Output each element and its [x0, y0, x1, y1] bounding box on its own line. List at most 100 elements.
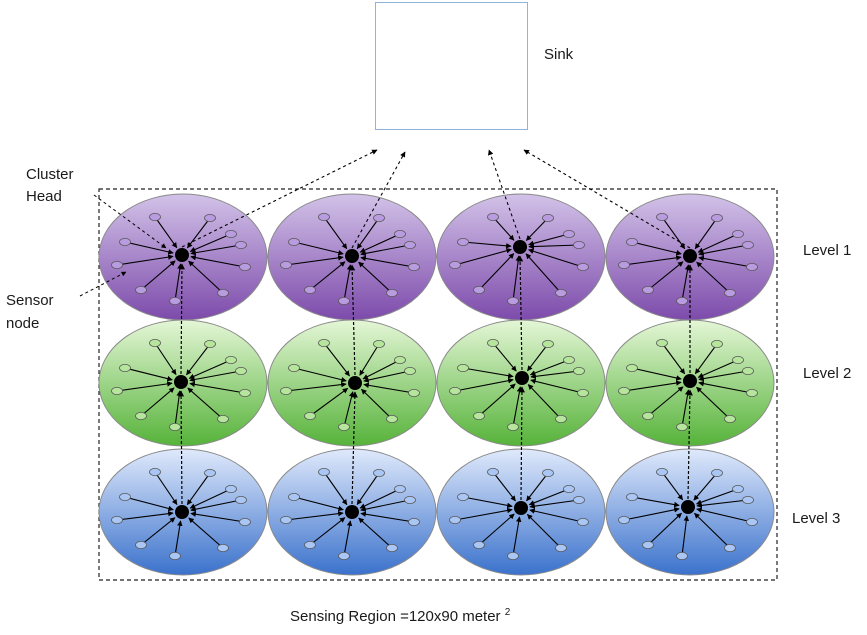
sensor-node	[573, 240, 585, 249]
node-link	[140, 260, 176, 291]
sensor-node	[239, 388, 251, 397]
node-link	[696, 507, 753, 523]
level-link	[518, 386, 525, 501]
sensor-node	[204, 468, 216, 477]
node-link	[359, 343, 380, 376]
sensor-node	[280, 516, 292, 525]
node-link	[293, 241, 344, 256]
node-link	[527, 384, 562, 420]
sensor-node	[473, 411, 485, 420]
node-link	[454, 248, 512, 266]
node-link	[190, 244, 242, 256]
node-link	[116, 381, 173, 392]
node-link	[356, 472, 380, 506]
node-link	[309, 387, 349, 417]
sensor-node	[573, 495, 585, 504]
sensor-node	[217, 414, 229, 423]
sensor-node	[555, 414, 567, 423]
cluster-head	[175, 248, 189, 262]
sensor-node	[373, 213, 385, 222]
sensor-node	[338, 422, 350, 431]
sensor-node	[555, 544, 567, 553]
cluster-head-pointer	[93, 194, 167, 249]
sensor-node	[386, 414, 398, 423]
sensor-node	[724, 414, 736, 423]
sensor-node	[204, 213, 216, 222]
sensor-node	[618, 516, 630, 525]
node-link	[343, 391, 355, 428]
sensor-node	[288, 492, 300, 501]
sink-link	[181, 149, 378, 248]
sensor-node	[304, 411, 316, 420]
level-2-label: Level 2	[803, 365, 852, 382]
node-link	[631, 367, 682, 381]
sensor-node	[408, 262, 420, 271]
cluster-head	[348, 376, 362, 390]
cluster-head	[515, 371, 529, 385]
node-link	[124, 367, 173, 382]
node-link	[462, 496, 513, 509]
sensor-node	[473, 541, 485, 550]
node-link	[154, 342, 177, 375]
sensor-node	[746, 262, 758, 271]
node-link	[285, 381, 347, 392]
sensor-node	[373, 468, 385, 477]
sensor-node	[542, 468, 554, 477]
node-link	[174, 520, 183, 557]
sensor-node	[373, 339, 385, 348]
sensor-node	[457, 492, 469, 501]
cluster-head	[683, 249, 697, 263]
node-link	[623, 255, 682, 266]
node-link	[526, 513, 562, 549]
node-link	[188, 260, 224, 294]
node-link	[189, 370, 242, 383]
sensor-node	[404, 366, 416, 375]
sensor-node	[642, 285, 654, 294]
cluster-head-label-line1: Cluster	[26, 166, 74, 183]
sensor-node	[318, 467, 330, 476]
sensor-node	[711, 213, 723, 222]
sink-label: Sink	[544, 46, 574, 63]
node-link	[530, 378, 584, 394]
node-link	[698, 370, 749, 382]
node-link	[527, 343, 549, 372]
sensor-node	[288, 363, 300, 372]
node-link	[174, 263, 183, 302]
cluster-level2-1	[98, 319, 268, 447]
sensor-node	[487, 467, 499, 476]
cluster-head-label-line2: Head	[26, 188, 62, 205]
sensor-node	[394, 484, 406, 493]
node-link	[140, 517, 176, 546]
sensor-node	[338, 552, 350, 561]
sensor-node	[239, 518, 251, 527]
sensor-node	[732, 484, 744, 493]
sensor-node	[394, 229, 406, 238]
node-link	[462, 241, 512, 249]
sensor-node	[304, 285, 316, 294]
cluster-grid	[98, 193, 775, 576]
cluster-level3-3	[436, 448, 606, 576]
sensor-node	[149, 467, 161, 476]
sensor-node	[119, 237, 131, 246]
sensor-node	[235, 366, 247, 375]
sensor-node	[724, 288, 736, 297]
sensor-node	[404, 495, 416, 504]
sink-link	[488, 149, 521, 240]
node-link	[343, 520, 353, 557]
node-link	[154, 471, 178, 505]
sensor-node	[149, 212, 161, 221]
node-link	[695, 488, 739, 505]
node-link	[647, 512, 682, 546]
node-link	[189, 233, 232, 253]
sensor-node	[724, 544, 736, 553]
node-link	[681, 389, 691, 428]
level-link	[178, 390, 185, 505]
inter-level-links	[178, 255, 693, 505]
sensor-node	[577, 262, 589, 271]
node-link	[359, 488, 401, 509]
node-link	[186, 217, 211, 249]
node-link	[454, 507, 513, 521]
sensor-node	[119, 363, 131, 372]
cluster-head	[345, 505, 359, 519]
node-link	[360, 255, 415, 268]
